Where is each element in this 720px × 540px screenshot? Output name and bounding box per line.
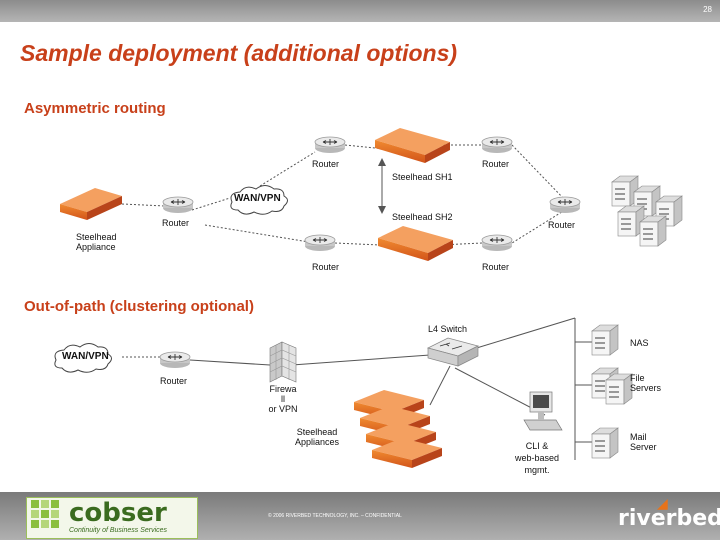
steelhead-appliances-label: Steelhead Appliances xyxy=(294,427,340,447)
cobser-mosaic-icon xyxy=(31,500,59,528)
computer-icon xyxy=(523,391,563,431)
wan-vpn-label: WAN/VPN xyxy=(62,351,109,362)
l4-switch-label: L4 Switch xyxy=(428,324,468,334)
router-icon xyxy=(481,234,513,252)
file-server-icon xyxy=(605,373,633,405)
file-servers-label: File Servers xyxy=(630,373,662,393)
copyright-notice: © 2006 RIVERBED TECHNOLOGY, INC. – CONFI… xyxy=(268,513,402,519)
router-label: Router xyxy=(160,376,188,386)
steelhead-appliance-left xyxy=(60,188,122,220)
wan-vpn-label: WAN/VPN xyxy=(234,193,281,204)
cobser-tagline: Continuity of Business Services xyxy=(69,527,168,534)
section-heading-asymmetric: Asymmetric routing xyxy=(24,100,166,117)
nas-label: NAS xyxy=(630,338,649,348)
router-label: Router xyxy=(482,159,510,169)
arrow-up-icon xyxy=(378,158,386,166)
nas-server-icon xyxy=(591,324,619,356)
wan-cloud-bottom xyxy=(54,343,112,373)
router-icon xyxy=(481,136,513,154)
l4-switch-icon xyxy=(427,337,479,367)
router-label: Router xyxy=(312,159,340,169)
slide-title: Sample deployment (additional options) xyxy=(20,40,458,66)
router-label: Router xyxy=(482,262,510,272)
router-icon xyxy=(314,136,346,154)
router-icon xyxy=(549,196,581,214)
out-of-path-links xyxy=(122,317,592,460)
steelhead-sh1-appliance xyxy=(375,128,450,163)
router-label: Router xyxy=(312,262,340,272)
top-bar: 28 xyxy=(0,0,720,22)
cobser-wordmark: cobser xyxy=(69,498,167,528)
steelhead-appliance-stack xyxy=(354,390,442,468)
cobser-logo: cobser Continuity of Business Services xyxy=(26,497,198,539)
section-heading-out-of-path: Out-of-path (clustering optional) xyxy=(24,298,254,315)
steelhead-sh2-label: Steelhead SH2 xyxy=(392,212,453,222)
steelhead-sh2-appliance xyxy=(378,226,453,261)
router-icon xyxy=(159,351,191,369)
arrow-down-icon xyxy=(378,206,386,214)
firewall-icon xyxy=(269,341,297,383)
firewall-label: Firewa ll or VPN xyxy=(268,384,298,414)
router-icon xyxy=(304,234,336,252)
router-label: Router xyxy=(162,218,190,228)
mail-server-label: Mail Server xyxy=(630,432,657,452)
steelhead-appliance-label: Steelhead Appliance xyxy=(76,232,117,252)
router-label: Router xyxy=(548,220,576,230)
server-racks xyxy=(611,175,683,247)
mail-server-icon xyxy=(591,427,619,459)
router-icon xyxy=(162,196,194,214)
wan-cloud-top xyxy=(230,185,288,215)
cli-mgmt-label: CLI & web-based mgmt. xyxy=(514,441,560,475)
steelhead-sh1-label: Steelhead SH1 xyxy=(392,172,453,182)
page-number: 28 xyxy=(703,5,712,14)
riverbed-mark-icon: ◢ xyxy=(657,495,668,511)
riverbed-logo: riverbed xyxy=(618,506,720,531)
